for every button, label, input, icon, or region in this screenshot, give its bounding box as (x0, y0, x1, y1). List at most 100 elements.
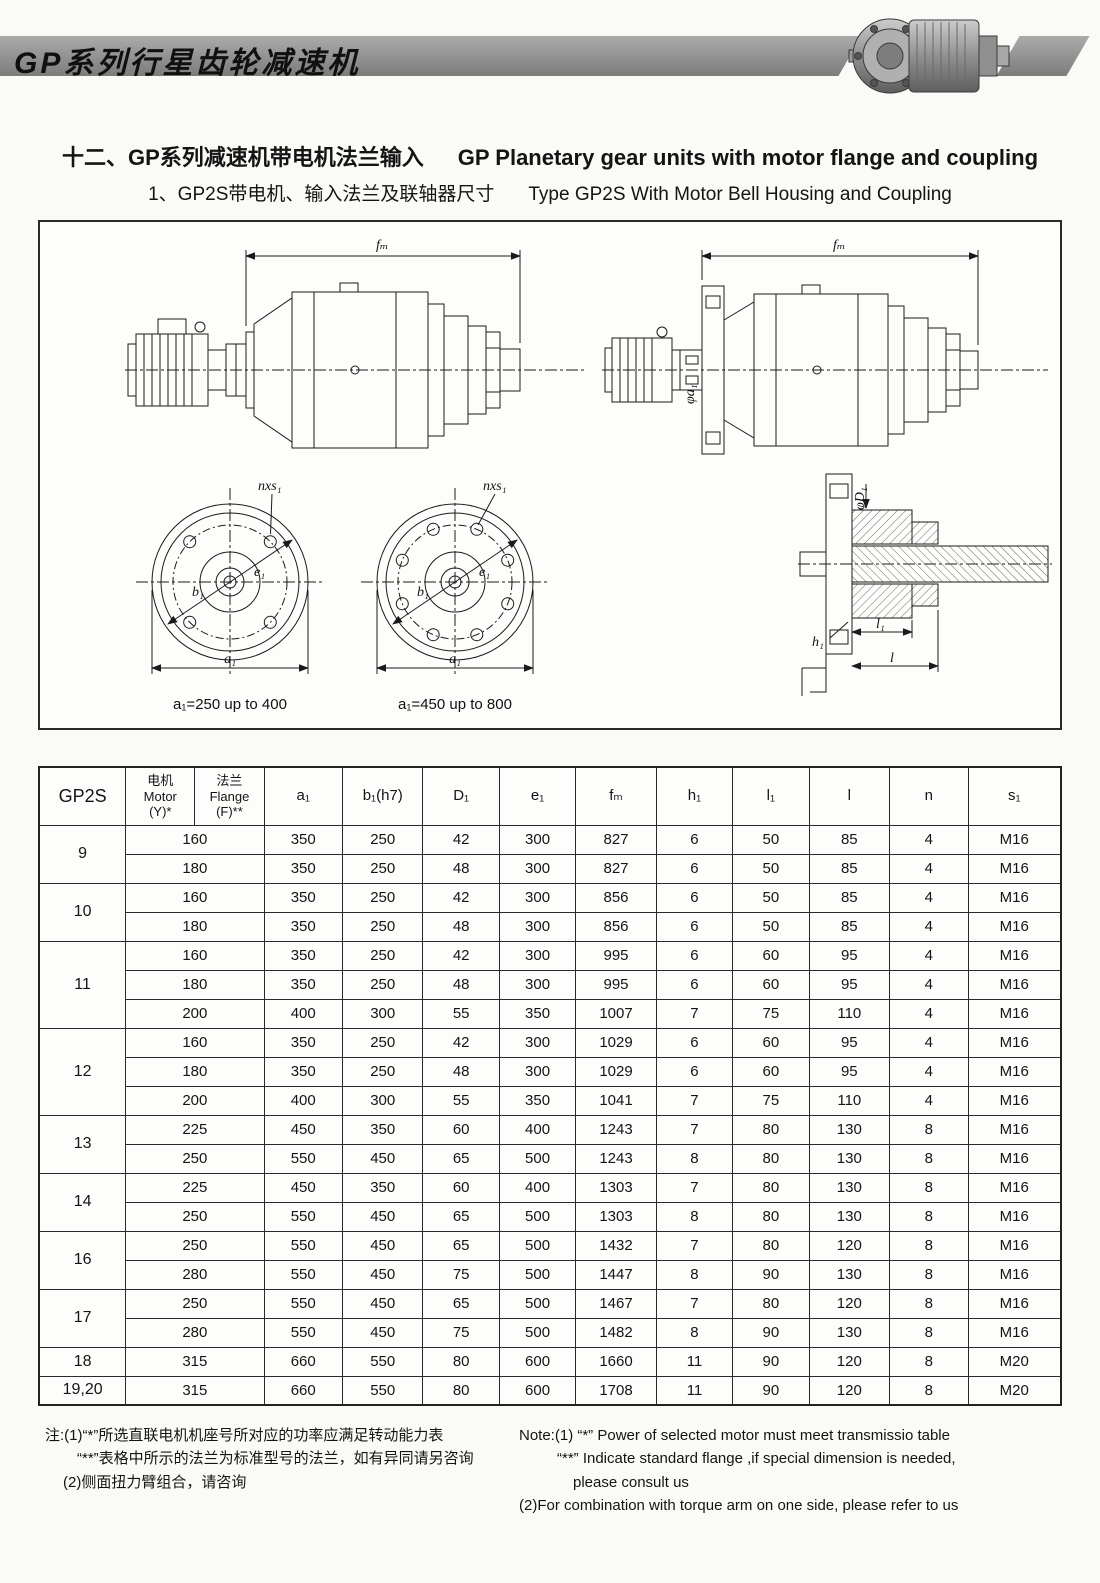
dim-cell: 60 (732, 1027, 810, 1058)
dim-cell: 450 (341, 1143, 424, 1174)
footnotes-zh: 注:(1)“*”所选直联电机机座号所对应的功率应满足转动能力表 “**”表格中所… (45, 1424, 519, 1517)
dim-cell: 1243 (575, 1114, 657, 1145)
col-header-dim-6: l₁ (732, 766, 810, 826)
dim-cell: 1708 (575, 1375, 657, 1406)
dim-cell: 350 (263, 882, 343, 913)
dim-cell: 8 (889, 1259, 969, 1290)
dim-cell: 80 (732, 1288, 810, 1319)
dim-cell: 8 (889, 1114, 969, 1145)
dim-cell: 1029 (575, 1027, 657, 1058)
dim-cell: 95 (808, 969, 891, 1000)
dim-cell: 6 (655, 940, 734, 971)
dim-cell: 110 (808, 998, 891, 1029)
dim-cell: 500 (498, 1288, 577, 1319)
dim-cell: 65 (422, 1143, 500, 1174)
dim-cell: 7 (655, 1172, 734, 1203)
dim-cell: 995 (575, 940, 657, 971)
dim-cell: M16 (967, 1259, 1062, 1290)
dim-cell: 300 (498, 824, 577, 855)
dim-cell: 4 (889, 853, 969, 884)
dim-cell: 6 (655, 969, 734, 1000)
dim-cell: 660 (263, 1346, 343, 1377)
col-header-dim-8: n (889, 766, 969, 826)
dim-cell: 130 (808, 1201, 891, 1232)
dim-label-b1-small: b₁ (192, 585, 204, 600)
dim-cell: 7 (655, 1085, 734, 1116)
col-header-dim-4: fₘ (575, 766, 657, 826)
dim-cell: 550 (341, 1346, 424, 1377)
note-en-3: please consult us (573, 1473, 689, 1491)
dim-cell: 450 (341, 1201, 424, 1232)
dim-cell: 350 (263, 1027, 343, 1058)
note-zh-3: (2)侧面扭力臂组合，请咨询 (63, 1473, 247, 1491)
dim-cell: M16 (967, 882, 1062, 913)
dim-cell: 48 (422, 1056, 500, 1087)
flange-caption-large: a₁=450 up to 800 (398, 696, 512, 713)
col-header-dim-2: D₁ (422, 766, 500, 826)
dim-label-e1-small: e₁ (254, 565, 265, 580)
dim-cell: 80 (422, 1346, 500, 1377)
gp2s-size-cell: 9 (38, 824, 127, 884)
page-title: GP系列行星齿轮减速机 (14, 47, 361, 80)
dim-cell: 300 (498, 1056, 577, 1087)
dim-cell: 550 (263, 1259, 343, 1290)
dim-cell: M16 (967, 853, 1062, 884)
footnotes: 注:(1)“*”所选直联电机机座号所对应的功率应满足转动能力表 “**”表格中所… (45, 1424, 1100, 1517)
dim-cell: M16 (967, 1056, 1062, 1087)
dim-label-nxs1-small: nxs₁ (258, 479, 282, 494)
dim-cell: 120 (808, 1288, 891, 1319)
dim-cell: 7 (655, 1230, 734, 1261)
dim-cell: 1467 (575, 1288, 657, 1319)
dim-cell: M16 (967, 1172, 1062, 1203)
dim-cell: 90 (732, 1375, 810, 1406)
dim-cell: 120 (808, 1346, 891, 1377)
dim-cell: 55 (422, 998, 500, 1029)
dim-cell: 300 (498, 853, 577, 884)
dim-cell: 250 (341, 911, 424, 942)
flange-view-large (361, 488, 549, 676)
subsection-title-zh: 1、GP2S带电机、输入法兰及联轴器尺寸 (148, 184, 495, 205)
dim-cell: M16 (967, 1317, 1062, 1348)
motor-cell: 225 (125, 1172, 265, 1203)
dim-cell: 1303 (575, 1201, 657, 1232)
dim-cell: 60 (422, 1172, 500, 1203)
dim-cell: 60 (732, 969, 810, 1000)
gp2s-size-cell: 12 (38, 1027, 127, 1116)
dim-cell: 350 (263, 940, 343, 971)
dim-cell: M16 (967, 1230, 1062, 1261)
dim-cell: 50 (732, 911, 810, 942)
dim-cell: 8 (889, 1317, 969, 1348)
motor-cell: 180 (125, 853, 265, 884)
dim-cell: 50 (732, 853, 810, 884)
dim-cell: 75 (422, 1317, 500, 1348)
dim-label-l1: l₁ (876, 617, 885, 632)
technical-drawing-svg: fₘ (125, 238, 1052, 713)
dim-cell: 75 (422, 1259, 500, 1290)
dim-cell: 75 (732, 1085, 810, 1116)
dim-cell: 80 (422, 1375, 500, 1406)
dim-cell: 600 (498, 1375, 577, 1406)
dim-cell: 450 (263, 1172, 343, 1203)
motor-cell: 280 (125, 1317, 265, 1348)
dim-cell: 48 (422, 969, 500, 1000)
dim-cell: 65 (422, 1230, 500, 1261)
dim-cell: 85 (808, 853, 891, 884)
dim-label-nxs1-large: nxs₁ (483, 479, 507, 494)
dim-cell: 11 (655, 1346, 734, 1377)
dim-cell: 95 (808, 1027, 891, 1058)
motor-cell: 250 (125, 1201, 265, 1232)
dim-cell: 130 (808, 1259, 891, 1290)
dim-cell: 350 (263, 853, 343, 884)
dim-cell: 450 (341, 1317, 424, 1348)
motor-cell: 280 (125, 1259, 265, 1290)
dim-cell: 1029 (575, 1056, 657, 1087)
note-zh-1: 注:(1)“*”所选直联电机机座号所对应的功率应满足转动能力表 (45, 1427, 444, 1444)
dim-cell: 1303 (575, 1172, 657, 1203)
